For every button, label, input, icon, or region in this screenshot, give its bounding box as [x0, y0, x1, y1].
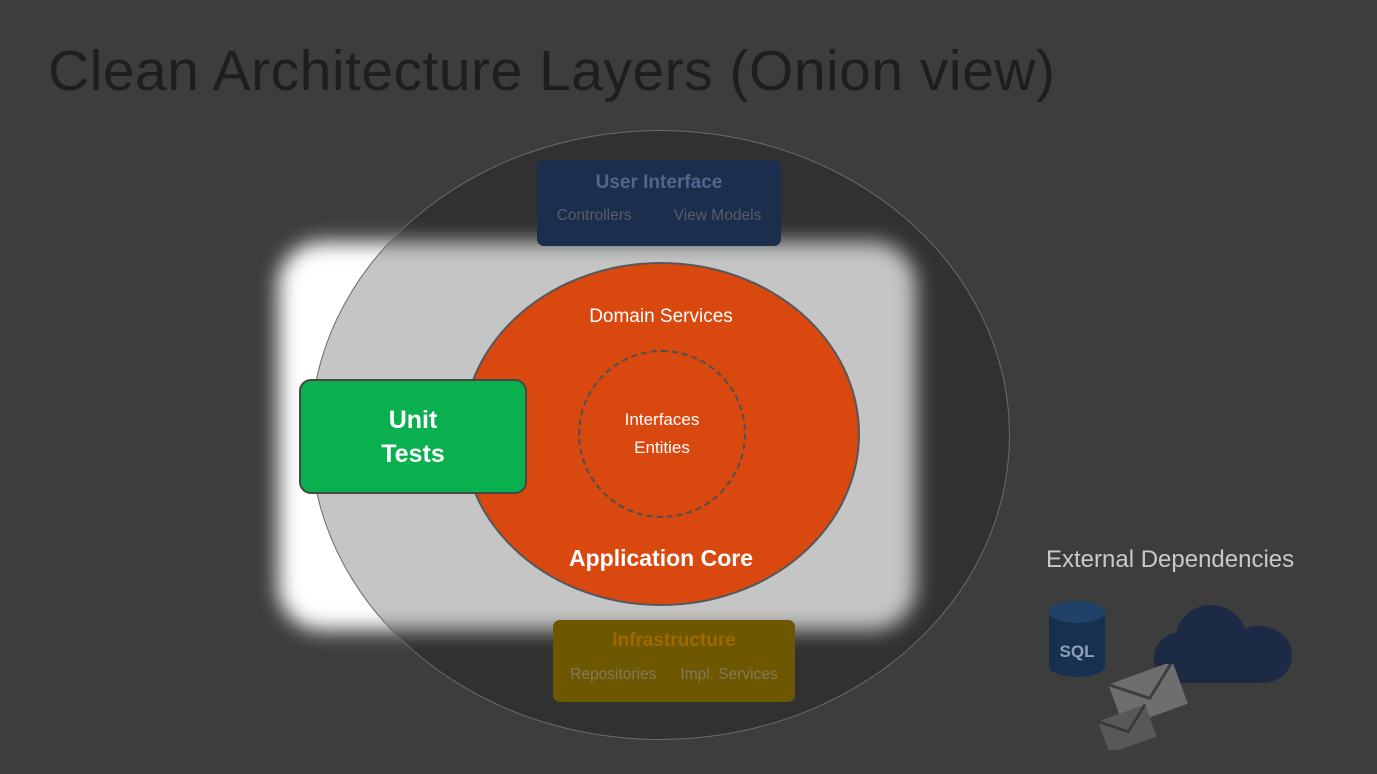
external-dependencies-title: External Dependencies: [1046, 546, 1295, 573]
user-interface-box: User Interface Controllers View Models: [537, 160, 781, 246]
unit-tests-line-2: Tests: [381, 439, 445, 468]
user-interface-item-controllers: Controllers: [556, 207, 632, 224]
infrastructure-item-repositories: Repositories: [570, 666, 657, 683]
unit-tests-line-1: Unit: [388, 405, 438, 434]
sql-icon-label: SQL: [1060, 642, 1095, 661]
interfaces-label: Interfaces: [624, 410, 700, 429]
sql-database-icon: SQL: [1049, 601, 1105, 677]
infrastructure-title: Infrastructure: [612, 630, 736, 651]
user-interface-title: User Interface: [595, 172, 723, 193]
slide-title: Clean Architecture Layers (Onion view): [48, 39, 1056, 103]
envelope-small-icon: [1097, 703, 1157, 750]
infrastructure-item-impl-services: Impl. Services: [680, 666, 778, 683]
entities-dashed-circle: Interfaces Entities: [578, 350, 746, 518]
entities-label: Entities: [634, 438, 690, 457]
unit-tests-box: Unit Tests: [299, 379, 527, 494]
cloud-icon: [1154, 605, 1292, 683]
infrastructure-items: Repositories Impl. Services: [553, 665, 795, 685]
user-interface-item-view-models: View Models: [673, 207, 762, 224]
external-dependencies-section: External Dependencies SQL: [1040, 546, 1360, 771]
application-core-ellipse: Domain Services Interfaces Entities Appl…: [462, 262, 860, 606]
infrastructure-box: Infrastructure Repositories Impl. Servic…: [553, 620, 795, 702]
user-interface-items: Controllers View Models: [537, 206, 781, 226]
mail-envelopes-icon: [1097, 664, 1188, 750]
domain-services-label: Domain Services: [589, 306, 733, 327]
application-core-label: Application Core: [568, 545, 753, 571]
